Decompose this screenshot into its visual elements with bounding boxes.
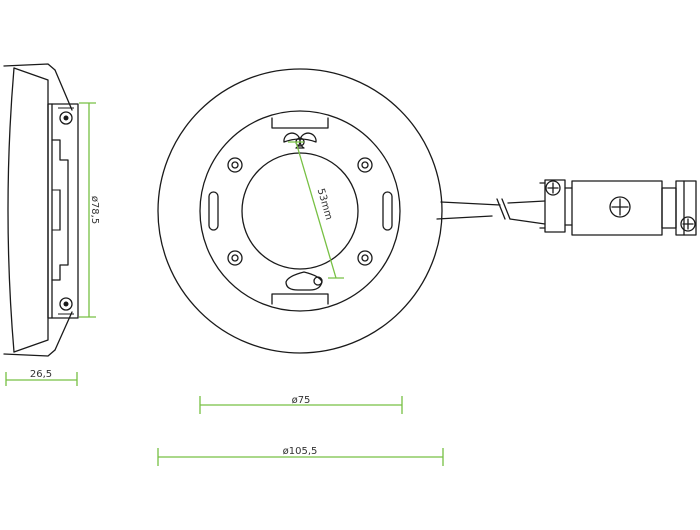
- keyhole-top-icon: [283, 132, 317, 149]
- dimension-depth: 26,5: [5, 369, 78, 386]
- terminal-screw-right-icon: [680, 216, 696, 232]
- dimension-height: ø78,5: [79, 102, 100, 318]
- side-screw-top-icon: [59, 111, 73, 125]
- screw-bottom-left-icon: [227, 250, 243, 266]
- cable: [436, 198, 546, 225]
- dimension-cutout: ø75: [199, 395, 403, 414]
- dimension-cutout-label: ø75: [292, 395, 311, 406]
- terminal-screw-left-icon: [545, 180, 561, 196]
- front-view: [157, 68, 443, 354]
- slot-left: [208, 191, 219, 231]
- outer-rim: [157, 68, 443, 354]
- side-view: [3, 63, 79, 357]
- dimension-height-label: ø78,5: [89, 196, 100, 224]
- keyhole-bottom-icon: [285, 271, 323, 291]
- slot-right: [382, 191, 393, 231]
- screw-top-right-icon: [357, 157, 373, 173]
- dimension-depth-label: 26,5: [30, 369, 52, 380]
- lamp-opening: [241, 152, 359, 270]
- terminal-block: [539, 179, 697, 236]
- terminal-screw-center-icon: [609, 196, 631, 218]
- mounting-plate: [199, 110, 401, 312]
- screw-top-left-icon: [227, 157, 243, 173]
- dimension-outer: ø105,5: [157, 446, 444, 466]
- dimension-outer-label: ø105,5: [283, 446, 318, 457]
- side-screw-bottom-icon: [59, 297, 73, 311]
- screw-bottom-right-icon: [357, 250, 373, 266]
